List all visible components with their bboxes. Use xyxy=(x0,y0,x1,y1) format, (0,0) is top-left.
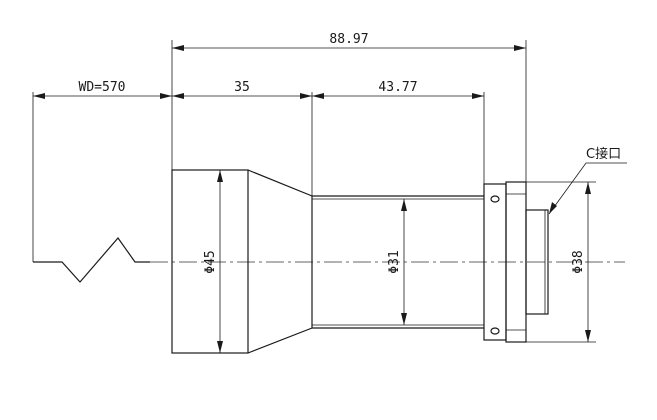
front-barrel xyxy=(171,169,249,354)
dim-front-diameter: Φ45 xyxy=(203,250,218,273)
dim-mount-diameter: Φ38 xyxy=(571,250,586,273)
arrow-overall-left xyxy=(172,45,184,51)
arrow-front-dia-top xyxy=(217,170,223,182)
arrow-wd-left xyxy=(33,93,45,99)
arrow-front-left xyxy=(172,93,184,99)
screw-top xyxy=(490,195,500,203)
dim-working-distance: WD=570 xyxy=(79,80,126,95)
arrow-body-dia-top xyxy=(401,199,407,211)
arrow-front-right xyxy=(300,93,312,99)
mount-label: C接口 xyxy=(586,146,621,162)
dim-overall-length: 88.97 xyxy=(329,32,368,47)
mount-leader-arrow xyxy=(549,202,557,214)
arrow-mount-dia-bottom xyxy=(585,330,591,342)
arrow-rear-right xyxy=(472,93,484,99)
arrow-rear-left xyxy=(312,93,324,99)
mount-leader-line xyxy=(548,162,627,215)
arrow-front-dia-bottom xyxy=(217,341,223,353)
arrow-wd-right xyxy=(160,93,172,99)
dim-body-diameter: Φ31 xyxy=(387,250,402,273)
wd-break-line xyxy=(33,237,150,283)
cone-section xyxy=(247,169,313,354)
arrow-mount-dia-top xyxy=(585,182,591,194)
c-mount-thread xyxy=(525,209,549,315)
arrow-body-dia-bottom xyxy=(401,313,407,325)
dim-rear-length: 43.77 xyxy=(378,80,417,95)
screw-bottom xyxy=(490,327,500,335)
dim-front-length: 35 xyxy=(234,80,250,95)
arrow-overall-right xyxy=(514,45,526,51)
